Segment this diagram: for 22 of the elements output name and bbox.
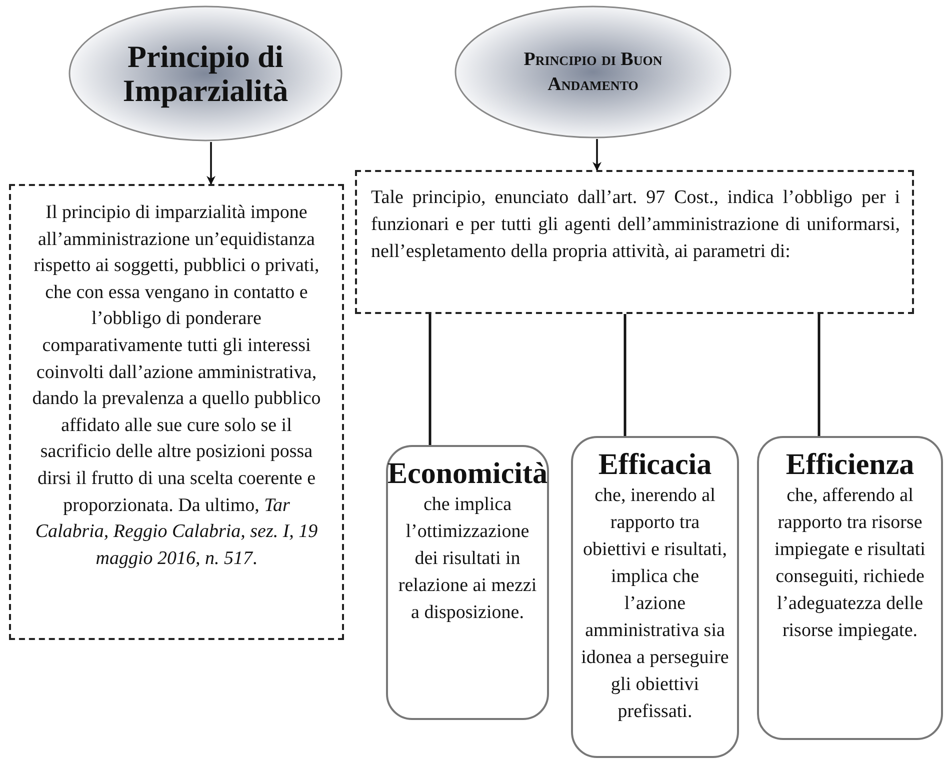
- principle-title: Principio di Buon Andamento: [522, 48, 664, 97]
- connector-line: [818, 314, 820, 436]
- description-box: [9, 184, 344, 640]
- principle-ellipse: [68, 5, 343, 142]
- connector-line: [624, 314, 626, 436]
- parameter-title: Efficacia: [598, 448, 712, 482]
- arrow: [592, 139, 602, 171]
- connector-line: [428, 314, 432, 445]
- description-box: [355, 170, 914, 314]
- principle-title: Principio di Imparzialità: [122, 40, 290, 108]
- description-text: che, inerendo al rapporto tra obiettivi e risultati, implica che l’azione amministrativa sia idonea a perseguire gli obiettivi prefissati.: [580, 484, 730, 724]
- parameter-box: [757, 436, 943, 740]
- description-text: che implica l’ottimizzazione dei risultati in relazione ai mezzi a disposizione.: [397, 493, 538, 625]
- description-text: Tale principio, enunciato dall’art. 97 Cost., indica l’obbligo per i funzionari e per tutti gli agenti dell’amministrazione di uniformarsi, nell’espletamento della propria attività, ai parametri di:: [370, 186, 901, 264]
- description-text: che, afferendo al rapporto tra risorse impiegate e risultati conseguiti, richiede l’adeguatezza delle risorse impiegate.: [774, 484, 926, 643]
- parameter-title: Efficienza: [786, 448, 914, 482]
- parameter-box: [571, 436, 739, 758]
- parameter-box: [386, 445, 549, 720]
- arrow: [206, 142, 216, 185]
- description-text: Il principio di imparzialità impone all’amministrazione un’equidistanza rispetto ai soggetti, pubblici o privati, che con essa vengano in contatto e l’obbligo di ponderare comparativamente tutti gli interessi coinvolti dall’azione amministrativa, dando la prevalenza a quello pubblico affidato alle sue cure solo se il sacrificio delle altre posizioni possa dirsi il frutto di una scelta coerente e proporzionata. Da ultimo, Tar Calabria, Reggio Calabria, sez. I, 19 maggio 2016, n. 517.: [31, 201, 322, 571]
- parameter-title: Economicità: [388, 457, 548, 491]
- principle-ellipse: [454, 5, 732, 139]
